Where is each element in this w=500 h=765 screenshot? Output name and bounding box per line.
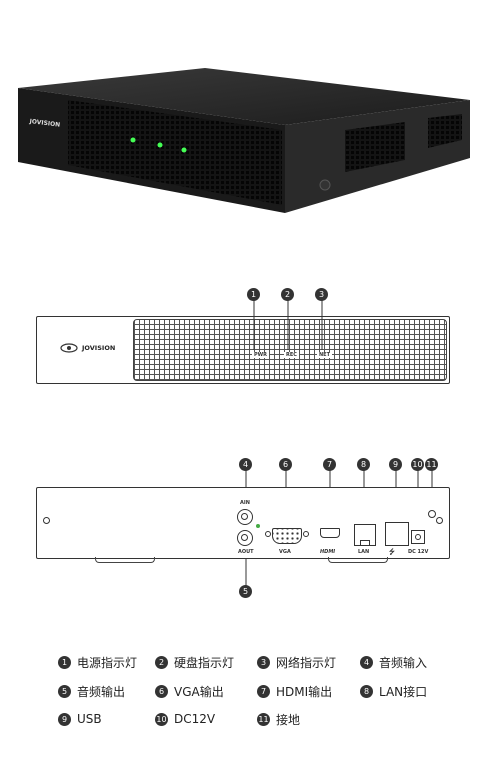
legend-num: 8: [360, 684, 373, 698]
legend-num: 4: [360, 655, 373, 669]
dc-label: DC 12V: [408, 549, 429, 555]
legend-label: USB: [77, 712, 102, 726]
legend-item-1: 1 电源指示灯: [58, 654, 137, 670]
audio-in-port: [237, 509, 253, 525]
legend-label: 音频输入: [379, 655, 428, 670]
vga-screw-right: [303, 531, 309, 537]
jovision-logo-icon: [60, 343, 78, 353]
legend-item-11: 11 接地: [257, 711, 300, 727]
legend-item-5: 5 音频输出: [58, 683, 125, 699]
usb-symbol: ⭍: [389, 548, 395, 556]
legend-label: 网络指示灯: [276, 655, 337, 670]
vga-screw-left: [265, 531, 271, 537]
legend-label: VGA输出: [174, 684, 224, 699]
legend-item-3: 3 网络指示灯: [257, 654, 336, 670]
legend-num: 1: [58, 655, 71, 669]
front-mesh: [133, 319, 447, 381]
legend-label: 音频输出: [77, 684, 126, 699]
legend-item-2: 2 硬盘指示灯: [155, 654, 234, 670]
audio-out-port: [237, 530, 253, 546]
callout-7: 7: [323, 458, 336, 471]
hdmi-label: HDMI: [320, 549, 336, 555]
led-label-rec: REC: [284, 352, 299, 358]
legend-num: 6: [155, 684, 168, 698]
callout-3: 3: [315, 288, 328, 301]
legend-num: 7: [257, 684, 270, 698]
callout-5: 5: [239, 585, 252, 598]
legend-label: DC12V: [174, 712, 216, 726]
legend-label: 电源指示灯: [77, 655, 138, 670]
legend-num: 10: [155, 712, 168, 726]
legend-label: 接地: [276, 712, 301, 727]
legend-item-4: 4 音频输入: [360, 654, 427, 670]
callout-9: 9: [389, 458, 402, 471]
screw-left: [43, 517, 50, 524]
lan-port: [354, 524, 376, 546]
usb-port: [385, 522, 409, 546]
callout-4: 4: [239, 458, 252, 471]
led-label-net: NET: [317, 352, 333, 358]
legend-label: LAN接口: [379, 684, 428, 699]
legend-num: 5: [58, 684, 71, 698]
vga-label: VGA: [279, 549, 291, 555]
rear-foot-right: [328, 557, 388, 563]
led-label-pwr: PWR: [252, 352, 270, 358]
front-brand-text: JOVISION: [82, 344, 116, 352]
ground-screw: [428, 510, 436, 518]
rear-foot-left: [95, 557, 155, 563]
callout-2: 2: [281, 288, 294, 301]
legend-num: 3: [257, 655, 270, 669]
callout-11: 11: [425, 458, 438, 471]
aout-label: AOUT: [238, 549, 254, 555]
dc-port: [411, 530, 425, 544]
legend-num: 11: [257, 712, 270, 726]
callout-8: 8: [357, 458, 370, 471]
legend-item-9: 9 USB: [58, 711, 102, 727]
vga-port: [272, 528, 302, 544]
ain-label: AIN: [240, 500, 250, 506]
legend-item-7: 7 HDMI输出: [257, 683, 332, 699]
lan-label: LAN: [358, 549, 370, 555]
status-dot: [256, 524, 260, 528]
front-logo: JOVISION: [60, 343, 115, 353]
legend-num: 2: [155, 655, 168, 669]
legend-item-6: 6 VGA输出: [155, 683, 224, 699]
callout-6: 6: [279, 458, 292, 471]
legend-num: 9: [58, 712, 71, 726]
callout-10: 10: [411, 458, 424, 471]
hdmi-port: [320, 528, 340, 538]
screw-right: [436, 517, 443, 524]
callout-1: 1: [247, 288, 260, 301]
legend-label: 硬盘指示灯: [174, 655, 235, 670]
nvr-perspective-photo: [18, 68, 470, 213]
legend-label: HDMI输出: [276, 684, 333, 699]
legend-item-8: 8 LAN接口: [360, 683, 427, 699]
legend-item-10: 10 DC12V: [155, 711, 215, 727]
